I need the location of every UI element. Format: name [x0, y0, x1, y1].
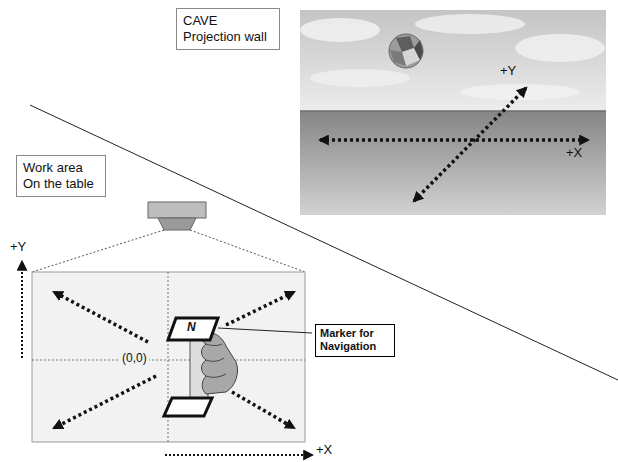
ball [389, 34, 423, 68]
finger-line [206, 358, 224, 361]
x-axis-arrow [320, 138, 588, 142]
projection-ray [32, 230, 164, 272]
finger-line [206, 344, 222, 346]
leader-line [218, 328, 312, 333]
cloud [515, 34, 605, 62]
cloud [300, 18, 380, 42]
table-area [32, 272, 305, 442]
axis-label: +X [316, 443, 332, 458]
origin-label: (0,0) [120, 352, 149, 366]
cloud [415, 14, 525, 34]
axis-label: +Y [500, 64, 516, 79]
move-arrow [232, 392, 294, 428]
box-text: CAVE Projection wall [183, 13, 273, 44]
finger-line [206, 374, 226, 377]
y-axis-arrow [414, 88, 526, 201]
cloud [310, 69, 410, 87]
marker-base [164, 398, 212, 416]
horizon [300, 110, 606, 112]
projection-ray [190, 230, 305, 272]
projector-lens [158, 218, 196, 230]
move-arrow [226, 292, 294, 325]
ball-facet [390, 50, 406, 66]
callout-box: Marker for Navigation [315, 324, 395, 357]
marker-card [168, 318, 218, 340]
box-text: Marker for Navigation [320, 327, 390, 353]
sky [300, 10, 606, 111]
axis-label: +X [566, 146, 582, 161]
box-text: Work area On the table [23, 160, 99, 191]
axis-label: +Y [10, 240, 26, 255]
x-axis-arrow [165, 454, 312, 456]
caption-box: CAVE Projection wall [176, 8, 280, 50]
marker-letter: N [187, 321, 196, 335]
hand [201, 333, 237, 394]
caption-box: Work area On the table [16, 155, 106, 197]
ball-facet [414, 40, 423, 60]
y-axis-arrow [21, 262, 23, 358]
move-arrow [54, 376, 156, 428]
move-arrow [54, 292, 148, 342]
projector-body [148, 202, 206, 218]
